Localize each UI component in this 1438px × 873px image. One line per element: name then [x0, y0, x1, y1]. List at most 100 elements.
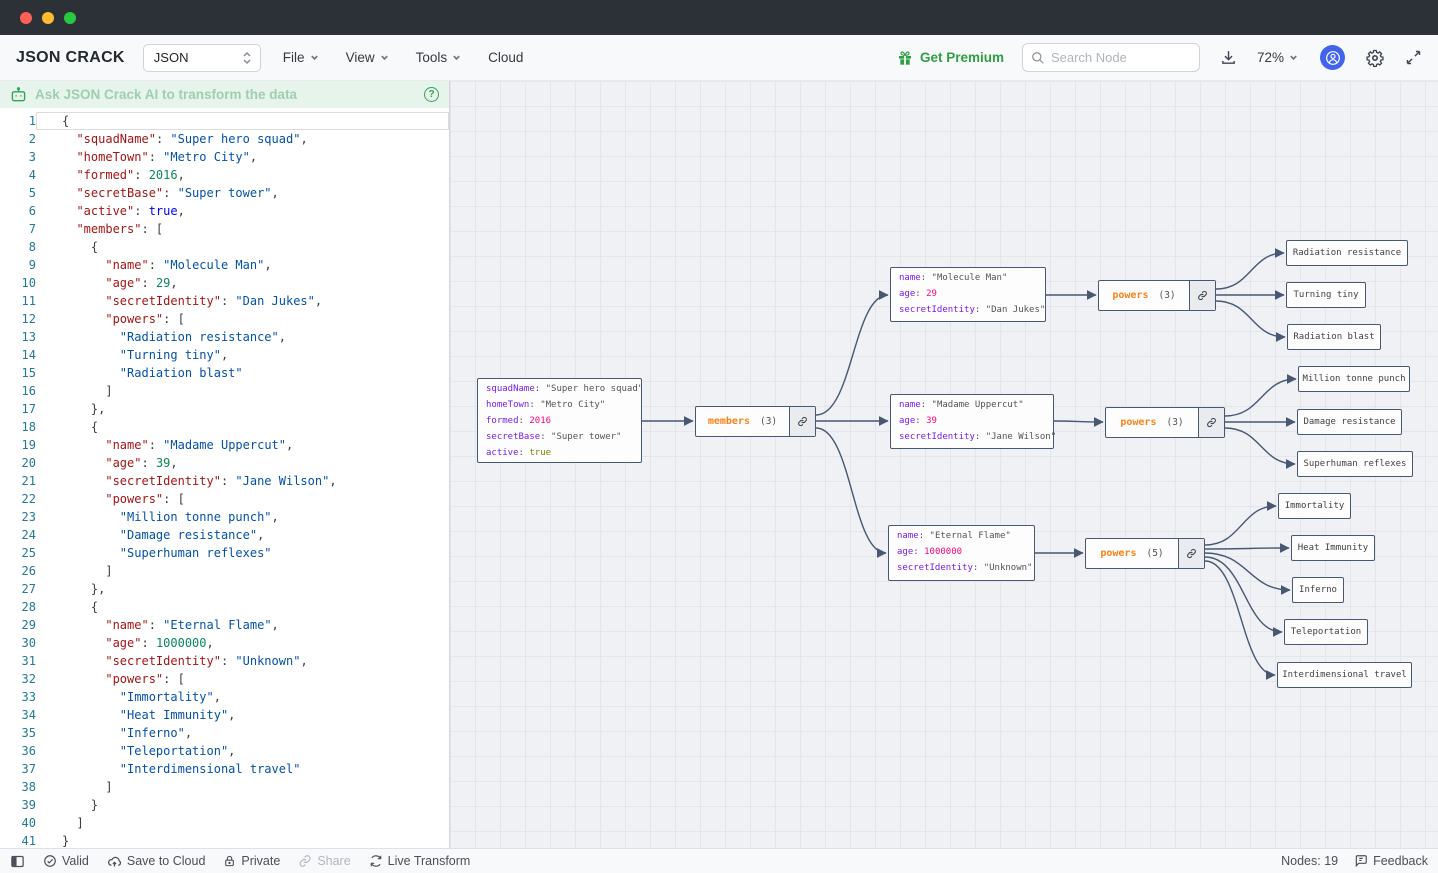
code-line[interactable]: 29 "name": "Eternal Flame", — [0, 616, 449, 634]
code-line[interactable]: 15 "Radiation blast" — [0, 364, 449, 382]
collapse-node-button[interactable] — [1198, 408, 1224, 437]
search-node-input[interactable] — [1050, 50, 1171, 65]
feedback-button[interactable]: Feedback — [1354, 854, 1428, 868]
code-line[interactable]: 38 ] — [0, 778, 449, 796]
code-line[interactable]: 36 "Teleportation", — [0, 742, 449, 760]
minimize-window-button[interactable] — [42, 11, 54, 24]
code-line[interactable]: 25 "Superhuman reflexes" — [0, 544, 449, 562]
menu-tools[interactable]: Tools — [416, 50, 462, 65]
maximize-window-button[interactable] — [64, 11, 76, 24]
code-line[interactable]: 5 "secretBase": "Super tower", — [0, 184, 449, 202]
menu-view[interactable]: View — [346, 50, 389, 65]
code-line[interactable]: 19 "name": "Madame Uppercut", — [0, 436, 449, 454]
code-line[interactable]: 41} — [0, 832, 449, 848]
graph-edge — [1224, 427, 1296, 469]
code-line[interactable]: 28 { — [0, 598, 449, 616]
node-leaf-text: Turning tiny — [1293, 290, 1359, 300]
code-line[interactable]: 12 "powers": [ — [0, 310, 449, 328]
code-line[interactable]: 2 "squadName": "Super hero squad", — [0, 130, 449, 148]
search-node-box[interactable] — [1021, 43, 1200, 72]
save-to-cloud-button[interactable]: Save to Cloud — [107, 854, 205, 869]
code-line[interactable]: 40 ] — [0, 814, 449, 832]
code-line[interactable]: 33 "Immortality", — [0, 688, 449, 706]
code-line[interactable]: 18 { — [0, 418, 449, 436]
account-button[interactable] — [1320, 45, 1345, 70]
settings-button[interactable] — [1366, 49, 1384, 67]
status-bar: Valid Save to Cloud Private Share Live T… — [0, 848, 1438, 873]
graph-node-leaf-3e[interactable]: Interdimensional travel — [1277, 662, 1412, 688]
code-line[interactable]: 35 "Inferno", — [0, 724, 449, 742]
code-line[interactable]: 8 { — [0, 238, 449, 256]
code-line[interactable]: 3 "homeTown": "Metro City", — [0, 148, 449, 166]
live-transform-toggle[interactable]: Live Transform — [369, 854, 470, 868]
collapse-node-button[interactable] — [1189, 281, 1215, 310]
code-line[interactable]: 24 "Damage resistance", — [0, 526, 449, 544]
download-button[interactable] — [1220, 49, 1237, 66]
ai-prompt-banner[interactable]: Ask JSON Crack AI to transform the data … — [0, 81, 449, 108]
json-code-editor[interactable]: 1{2 "squadName": "Super hero squad",3 "h… — [0, 108, 449, 848]
graph-node-leaf-3d[interactable]: Teleportation — [1284, 619, 1368, 645]
collapse-node-button[interactable] — [1178, 539, 1204, 568]
toggle-panel-button[interactable] — [10, 854, 25, 869]
zoom-level-dropdown[interactable]: 72% — [1257, 50, 1298, 65]
graph-node-leaf-2c[interactable]: Superhuman reflexes — [1297, 451, 1413, 477]
code-line[interactable]: 34 "Heat Immunity", — [0, 706, 449, 724]
get-premium-button[interactable]: Get Premium — [897, 50, 1004, 66]
code-line[interactable]: 23 "Million tonne punch", — [0, 508, 449, 526]
code-line[interactable]: 1{ — [0, 112, 449, 130]
code-line[interactable]: 9 "name": "Molecule Man", — [0, 256, 449, 274]
graph-node-leaf-1c[interactable]: Radiation blast — [1287, 324, 1381, 350]
graph-node-powers-1[interactable]: powers(3) — [1098, 280, 1216, 311]
line-content: "Heat Immunity", — [119, 708, 236, 722]
code-line[interactable]: 21 "secretIdentity": "Jane Wilson", — [0, 472, 449, 490]
graph-edges — [642, 248, 1297, 680]
code-line[interactable]: 11 "secretIdentity": "Dan Jukes", — [0, 292, 449, 310]
code-line[interactable]: 20 "age": 39, — [0, 454, 449, 472]
code-line[interactable]: 16 ] — [0, 382, 449, 400]
code-line[interactable]: 6 "active": true, — [0, 202, 449, 220]
collapse-node-button[interactable] — [789, 407, 815, 436]
format-select[interactable]: JSON — [142, 43, 261, 72]
graph-node-members[interactable]: members(3) — [695, 406, 816, 437]
graph-node-leaf-3b[interactable]: Heat Immunity — [1291, 535, 1375, 561]
graph-canvas[interactable]: squadName: "Super hero squad"homeTown: "… — [450, 81, 1438, 848]
private-toggle[interactable]: Private — [223, 854, 280, 868]
graph-node-leaf-3a[interactable]: Immortality — [1278, 493, 1351, 519]
gift-icon — [898, 50, 911, 65]
fullscreen-button[interactable] — [1405, 49, 1422, 66]
graph-node-powers-3[interactable]: powers(5) — [1085, 538, 1205, 569]
get-premium-label: Get Premium — [919, 50, 1004, 65]
close-window-button[interactable] — [20, 11, 32, 24]
code-line[interactable]: 7 "members": [ — [0, 220, 449, 238]
ai-help-icon[interactable]: ? — [424, 87, 439, 102]
code-line[interactable]: 32 "powers": [ — [0, 670, 449, 688]
code-line[interactable]: 10 "age": 29, — [0, 274, 449, 292]
graph-node-root[interactable]: squadName: "Super hero squad"homeTown: "… — [477, 378, 643, 463]
share-button[interactable]: Share — [298, 854, 351, 868]
graph-node-leaf-2b[interactable]: Damage resistance — [1297, 409, 1402, 435]
code-line[interactable]: 27 }, — [0, 580, 449, 598]
code-line[interactable]: 30 "age": 1000000, — [0, 634, 449, 652]
node-parent-main: members(3) — [696, 407, 789, 436]
graph-node-leaf-1a[interactable]: Radiation resistance — [1286, 240, 1408, 266]
code-line[interactable]: 39 } — [0, 796, 449, 814]
graph-node-leaf-1b[interactable]: Turning tiny — [1286, 282, 1366, 308]
graph-node-leaf-3c[interactable]: Inferno — [1292, 577, 1344, 603]
code-line[interactable]: 31 "secretIdentity": "Unknown", — [0, 652, 449, 670]
code-line[interactable]: 14 "Turning tiny", — [0, 346, 449, 364]
code-line[interactable]: 13 "Radiation resistance", — [0, 328, 449, 346]
menu-cloud[interactable]: Cloud — [488, 50, 523, 65]
code-line[interactable]: 17 }, — [0, 400, 449, 418]
menu-file[interactable]: File — [283, 50, 319, 65]
graph-node-leaf-2a[interactable]: Million tonne punch — [1298, 366, 1410, 392]
code-line[interactable]: 4 "formed": 2016, — [0, 166, 449, 184]
code-line[interactable]: 22 "powers": [ — [0, 490, 449, 508]
download-icon — [1222, 51, 1235, 64]
line-content: "Teleportation", — [119, 744, 236, 758]
code-line[interactable]: 26 ] — [0, 562, 449, 580]
code-line[interactable]: 37 "Interdimensional travel" — [0, 760, 449, 778]
graph-node-powers-2[interactable]: powers(3) — [1105, 407, 1225, 438]
